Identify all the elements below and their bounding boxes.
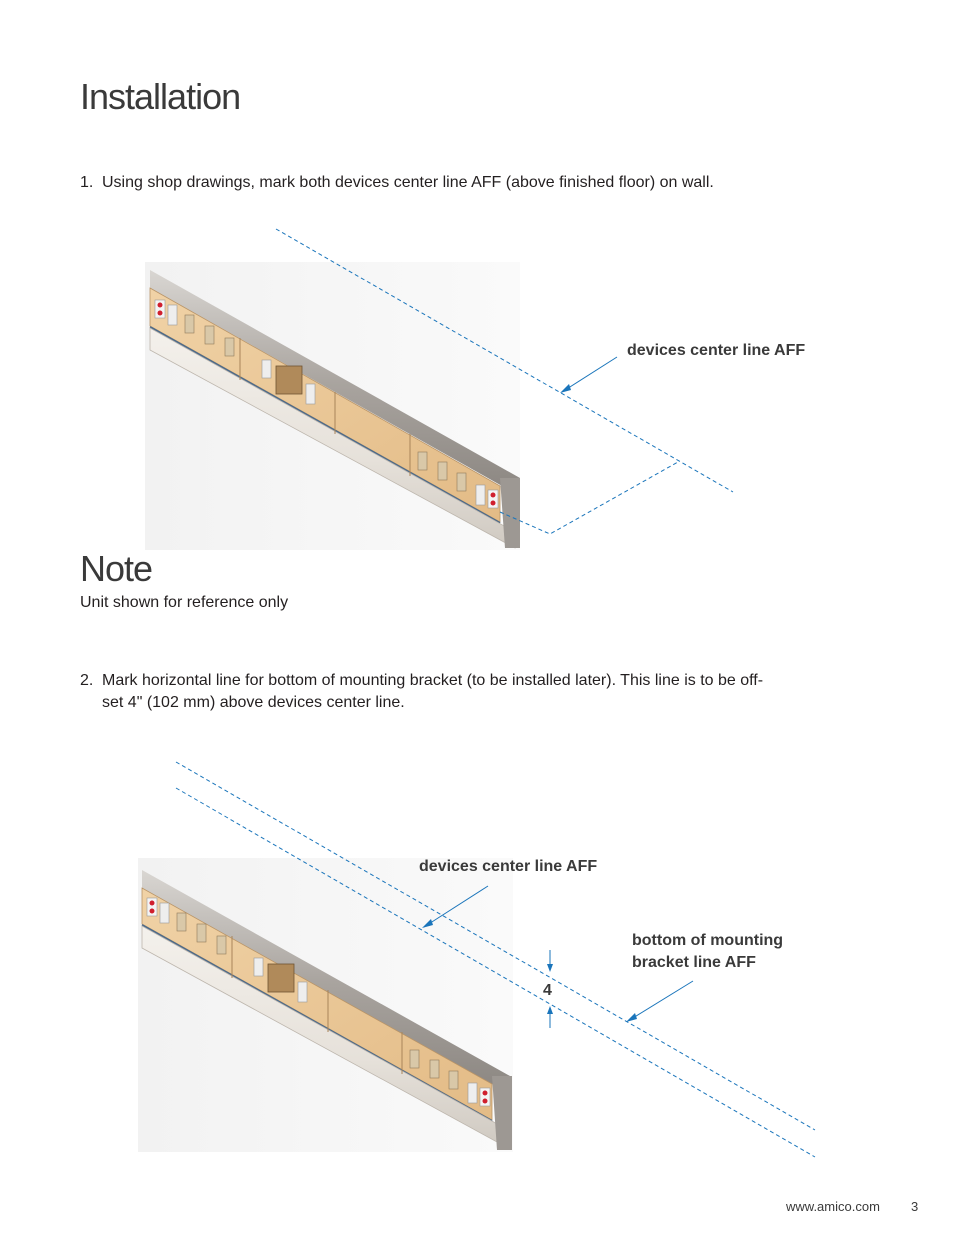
red-outlet-icon [149,908,155,914]
device-plate [176,912,187,932]
figure-2-center-callout: devices center line AFF [419,858,598,875]
switch-plate [261,359,272,379]
outlet-plate [475,484,486,506]
bumper-rail [141,925,509,1149]
red-outlet-icon [482,1098,488,1104]
callout-leader [627,980,694,1022]
page-number: 3 [911,1199,919,1214]
outlet-plate [146,897,158,917]
outlet-plate [167,304,178,326]
bracket-callout-line-2: bracket line AFF [632,954,756,971]
red-outlet-icon [157,310,163,316]
end-cap [492,1076,512,1150]
step-2-text-line-2: set 4" (102 mm) above devices center lin… [102,694,405,711]
switch-plate [305,383,316,405]
blue-trim [149,326,501,524]
outlet-plate [467,1082,478,1104]
arrowhead-icon [547,964,553,972]
device-plate [417,451,428,471]
projection-line [499,461,679,535]
bracket-callout-line-1: bottom of mounting [632,932,784,949]
headwall-unit-2 [138,858,513,1152]
figure-2-backdrop [138,858,513,1152]
gas-outlet-panel [275,365,303,395]
footer-website[interactable]: www.amico.com [786,1199,880,1214]
outlet-plate [487,489,499,509]
switch-plate [297,981,308,1003]
callout-leader [561,356,618,393]
step-1-number: 1. [80,174,94,191]
device-plate [196,923,207,943]
red-outlet-icon [490,492,496,498]
step-2-text-line-1: Mark horizontal line for bottom of mount… [102,672,764,689]
outlet-plate [479,1087,491,1107]
outlet-plate [159,902,170,924]
gas-outlet-panel [267,963,295,993]
step-2-number: 2. [80,672,94,689]
callout-leader [423,885,489,928]
dimension-label: 4 [543,982,552,999]
top-rail [150,270,520,496]
arrowhead-icon [626,1013,637,1022]
device-plate [437,461,448,481]
outlet-plate [154,299,166,319]
arrowhead-icon [547,1006,553,1014]
figure-1-backdrop [145,262,520,550]
device-plate [184,314,195,334]
blue-trim [141,924,493,1122]
red-outlet-icon [490,500,496,506]
switch-plate [253,957,264,977]
wood-panel [141,887,493,1121]
bumper-rail [149,327,516,549]
note-body: Unit shown for reference only [80,594,289,611]
note-heading: Note [80,548,153,589]
end-cap [500,478,520,548]
red-outlet-icon [157,302,163,308]
device-plate [204,325,215,345]
device-plate [409,1049,420,1069]
headwall-unit-1 [145,262,520,550]
red-outlet-icon [482,1090,488,1096]
device-plate [448,1070,459,1090]
figure-1-callout: devices center line AFF [627,342,806,359]
device-plate [456,472,467,492]
page-title: Installation [80,76,241,117]
device-plate [216,935,227,955]
device-plate [224,337,235,357]
figure-2-bracket-callout: bottom of mounting bracket line AFF [632,930,783,974]
arrowhead-icon [422,919,433,928]
step-2: 2. Mark horizontal line for bottom of mo… [80,670,880,716]
step-1-text: Using shop drawings, mark both devices c… [102,174,714,191]
red-outlet-icon [149,900,155,906]
device-plate [429,1059,440,1079]
wood-panel [149,287,501,523]
top-rail [142,870,510,1094]
arrowhead-icon [560,384,571,393]
step-1: 1. Using shop drawings, mark both device… [80,172,880,196]
